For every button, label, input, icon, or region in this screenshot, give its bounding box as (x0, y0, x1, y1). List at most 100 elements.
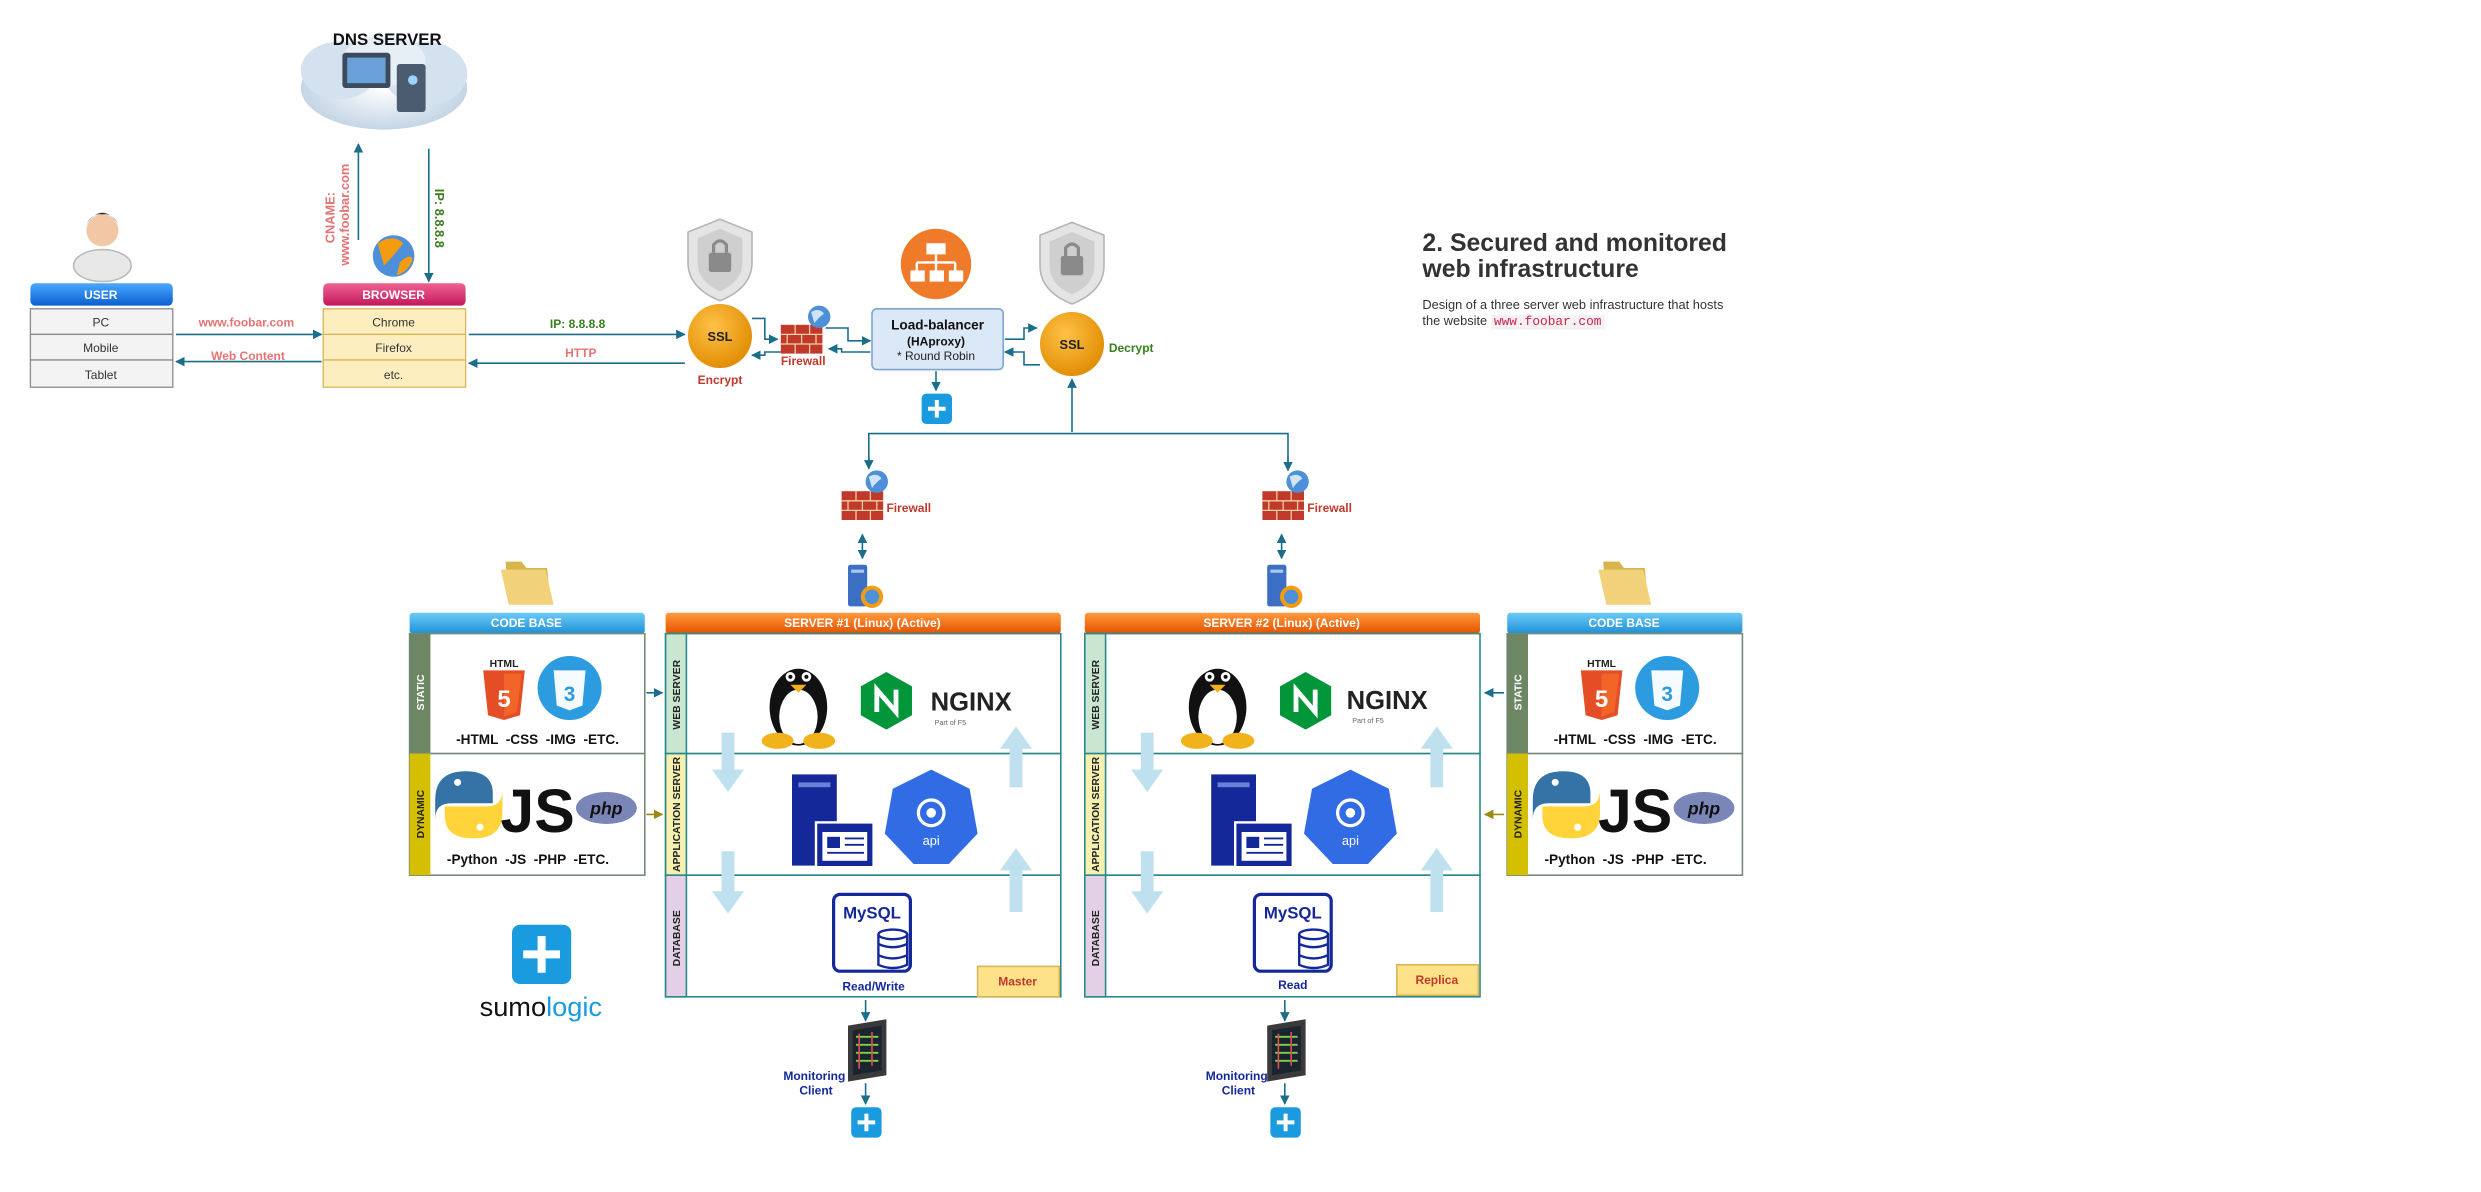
svg-text:Part of F5: Part of F5 (935, 718, 967, 727)
python-icon (1532, 771, 1600, 839)
tier-app-label: APPLICATION SERVER (672, 756, 683, 872)
up-arrow-icon (1000, 848, 1032, 912)
domain-code: www.foobar.com (1490, 314, 1605, 329)
static-files: -HTML -CSS -IMG -ETC. (456, 732, 619, 747)
browser-item-etc[interactable] (322, 359, 467, 388)
ip-link-label: IP: 8.8.8.8 (550, 317, 606, 331)
php-icon: php (1673, 792, 1735, 824)
user-item-mobile[interactable] (29, 333, 174, 361)
ssl-decrypt-badge (1040, 312, 1104, 376)
server-globe-icon (1267, 564, 1303, 608)
sumologic-logo: sumologic (480, 924, 602, 1022)
tier-app-label: APPLICATION SERVER (1091, 756, 1102, 872)
up-arrow-icon (1000, 726, 1032, 788)
cloud-icon (300, 35, 468, 130)
svg-text:5: 5 (1595, 686, 1608, 713)
tier-db-label: DATABASE (672, 910, 683, 966)
db-access-label: Read (1278, 978, 1307, 992)
codebase-header: CODE BASE (1588, 616, 1659, 630)
monitoring-label: Monitoring Client (1206, 1069, 1271, 1097)
monitoring-label: Monitoring Client (783, 1069, 848, 1097)
svg-text:HTML: HTML (1587, 659, 1617, 670)
dynamic-label: DYNAMIC (416, 789, 427, 838)
firewall-label: Firewall (886, 501, 931, 515)
sumologic-agent-icon (921, 393, 952, 424)
user-avatar-icon (72, 212, 133, 283)
user-panel: USER PC Mobile Tablet (29, 283, 174, 388)
user-header: USER (84, 288, 118, 302)
sumologic-agent-icon (851, 1107, 882, 1138)
firewall-icon (780, 305, 831, 354)
browser-item-label: Chrome (372, 315, 415, 329)
codebase-left: CODE BASE STATIC DYNAMIC HTML 5 3 -HTML … (408, 612, 646, 877)
browser-globe-icon (372, 235, 415, 277)
monitor-icon (1267, 1019, 1306, 1082)
user-item-tablet[interactable] (29, 359, 174, 388)
ssl-label: SSL (708, 329, 733, 344)
svg-text:Part of F5: Part of F5 (1352, 716, 1384, 725)
ssl-encrypt-badge (688, 304, 752, 368)
codebase-right: CODE BASE STATIC DYNAMIC HTML 5 3 -HTML … (1506, 612, 1744, 877)
ssl-label: SSL (1060, 337, 1085, 352)
db-access-label: Read/Write (842, 979, 905, 993)
dynamic-label: DYNAMIC (1514, 789, 1525, 838)
linux-tux-icon (761, 668, 836, 749)
server-1: SERVER #1 (Linux) (Active) WEB SERVER AP… (664, 612, 1062, 998)
app-server-icon (792, 774, 875, 869)
shield-lock-icon (1039, 221, 1105, 305)
firewall-label: Firewall (1307, 501, 1352, 515)
linux-tux-icon (1180, 668, 1255, 749)
http-link-label: HTTP (565, 346, 596, 360)
down-arrow-icon (1131, 851, 1164, 914)
svg-text:3: 3 (564, 683, 576, 706)
svg-text:NGINX: NGINX (931, 688, 1012, 716)
lb-name: Load-balancer (891, 318, 985, 333)
request-label: www.foobar.com (198, 315, 295, 329)
browser-item-label: Firefox (375, 341, 412, 355)
firewall-icon (841, 470, 888, 521)
js-logo: JS (500, 777, 574, 845)
svg-text:MySQL: MySQL (843, 903, 901, 922)
encrypt-label: Encrypt (698, 373, 743, 387)
browser-panel: BROWSER Chrome Firefox etc. (322, 283, 467, 388)
dns-label: DNS SERVER (333, 30, 442, 49)
server-2: SERVER #2 (Linux) (Active) WEB SERVER AP… (1084, 612, 1481, 998)
svg-text:php: php (589, 798, 622, 818)
load-balancer-box (871, 308, 1005, 371)
monitor-icon (848, 1019, 887, 1082)
browser-item-chrome[interactable] (322, 308, 467, 336)
down-arrow-icon (712, 851, 744, 914)
db-role-label: Replica (1415, 973, 1458, 987)
python-icon (435, 771, 503, 839)
lb-software: (HAproxy) (907, 335, 965, 349)
shield-lock-icon (687, 218, 753, 302)
server-globe-icon (848, 564, 884, 608)
dynamic-files: -Python -JS -PHP -ETC. (447, 852, 609, 867)
mysql-icon: MySQL (1252, 892, 1333, 973)
js-logo: JS (1598, 777, 1672, 845)
down-arrow-icon (712, 732, 744, 792)
svg-text:HTML: HTML (490, 659, 520, 670)
user-item-label: PC (92, 315, 109, 329)
static-label: STATIC (416, 674, 427, 710)
load-balancer-icon (900, 228, 972, 300)
dns-server: DNS SERVER (300, 30, 468, 130)
html5-icon: HTML 5 (483, 659, 525, 720)
cname-value: www.foobar.com (337, 164, 352, 267)
decrypt-label: Decrypt (1109, 341, 1154, 355)
user-item-pc[interactable] (29, 308, 174, 336)
svg-text:api: api (1342, 833, 1359, 848)
browser-item-label: etc. (384, 368, 403, 382)
up-arrow-icon (1420, 726, 1453, 788)
db-role-label: Master (998, 975, 1037, 989)
svg-text:api: api (923, 833, 940, 848)
page-title: 2. Secured and monitored web infrastruct… (1422, 230, 1727, 284)
static-files: -HTML -CSS -IMG -ETC. (1554, 732, 1717, 747)
dynamic-files: -Python -JS -PHP -ETC. (1545, 852, 1707, 867)
tier-web-label: WEB SERVER (672, 659, 683, 729)
browser-header: BROWSER (362, 288, 425, 302)
folder-icon (500, 561, 554, 605)
codebase-header: CODE BASE (491, 616, 562, 630)
svg-text:php: php (1687, 798, 1720, 818)
